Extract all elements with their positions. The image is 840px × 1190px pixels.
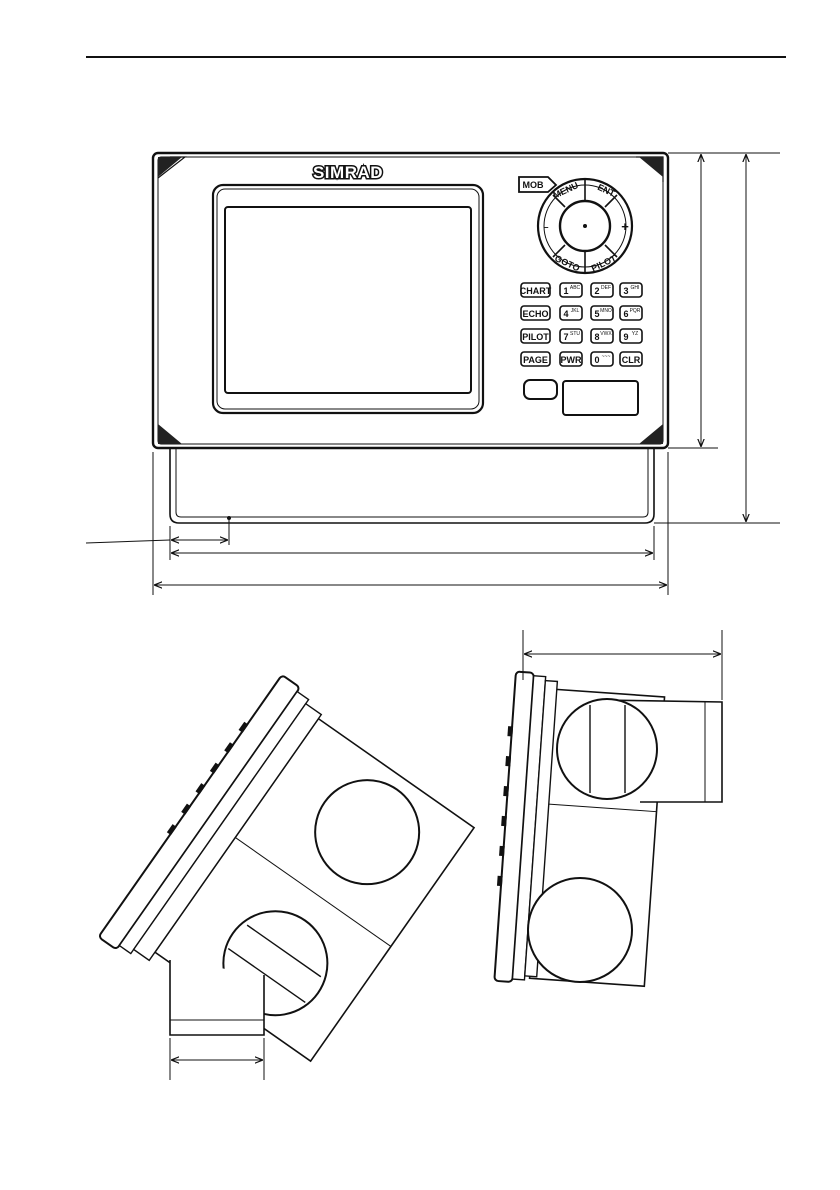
page-key[interactable]: PAGE [521, 352, 550, 366]
display-screen [225, 207, 471, 393]
svg-text:4: 4 [563, 309, 568, 319]
plus-key-label: + [621, 219, 629, 234]
svg-text:STU: STU [570, 331, 580, 337]
key-9[interactable]: 9 YZ [620, 329, 642, 343]
svg-text:MNO: MNO [600, 308, 612, 314]
pwr-key[interactable]: PWR [560, 352, 582, 366]
svg-text:7: 7 [563, 332, 568, 342]
rotary-control[interactable]: MENU ENT GOTO PILOT – + [538, 179, 632, 273]
svg-text:9: 9 [623, 332, 628, 342]
svg-text:VWX: VWX [600, 331, 612, 337]
svg-text:GHI: GHI [631, 285, 640, 291]
pilot-key[interactable]: PILOT [521, 329, 550, 343]
brand-logo: SIMRAD [313, 163, 383, 182]
echo-key[interactable]: ECHO [521, 306, 550, 320]
svg-text:YZ: YZ [632, 331, 638, 337]
svg-text:5: 5 [594, 309, 599, 319]
svg-text:8: 8 [594, 332, 599, 342]
mounting-bracket [170, 448, 654, 523]
svg-text:PILOT: PILOT [522, 332, 549, 342]
minus-key-label: – [543, 222, 548, 232]
clr-key[interactable]: CLR [620, 352, 642, 366]
bracket-screw [227, 516, 231, 520]
card-slot-cover[interactable] [563, 381, 638, 415]
svg-text:3: 3 [623, 286, 628, 296]
svg-text:CHART: CHART [520, 286, 552, 296]
svg-text:PWR: PWR [561, 355, 582, 365]
svg-text:~~~: ~~~ [602, 354, 611, 360]
svg-text:6: 6 [623, 309, 628, 319]
svg-text:2: 2 [594, 286, 599, 296]
svg-text:ECHO: ECHO [522, 309, 548, 319]
svg-text:1: 1 [563, 286, 568, 296]
key-0[interactable]: 0~~~ [591, 352, 613, 366]
svg-text:ABC: ABC [570, 285, 581, 291]
svg-text:0: 0 [594, 355, 599, 365]
svg-text:DEF: DEF [601, 285, 611, 291]
chart-key[interactable]: CHART [520, 283, 552, 297]
svg-text:CLR: CLR [622, 355, 641, 365]
mob-key[interactable]: MOB [519, 177, 556, 192]
side-view-upright [490, 630, 722, 991]
svg-text:JKL: JKL [571, 308, 580, 314]
small-function-key[interactable] [524, 380, 557, 399]
side-view-tilted [95, 673, 483, 1080]
svg-text:PAGE: PAGE [523, 355, 548, 365]
front-view: SIMRAD MOB MENU ENT GOTO [86, 153, 780, 595]
mob-key-label: MOB [523, 180, 544, 190]
svg-text:PQR: PQR [630, 308, 641, 314]
